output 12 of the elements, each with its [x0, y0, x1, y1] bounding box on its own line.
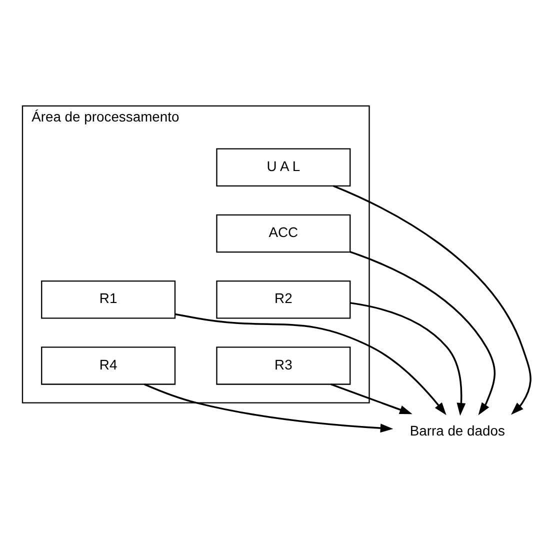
- node-text: Barra de dados: [410, 422, 505, 438]
- node-box: U A L: [216, 148, 351, 186]
- arrow: [350, 302, 466, 416]
- arrow: [333, 184, 532, 414]
- node-box: R2: [216, 280, 351, 318]
- node-box: R4: [41, 346, 176, 384]
- arrow: [175, 312, 446, 415]
- node-box: ACC: [216, 214, 351, 252]
- node-box: R3: [216, 346, 351, 384]
- node-box: R1: [41, 280, 176, 318]
- arrow: [330, 382, 412, 414]
- arrow: [350, 250, 496, 415]
